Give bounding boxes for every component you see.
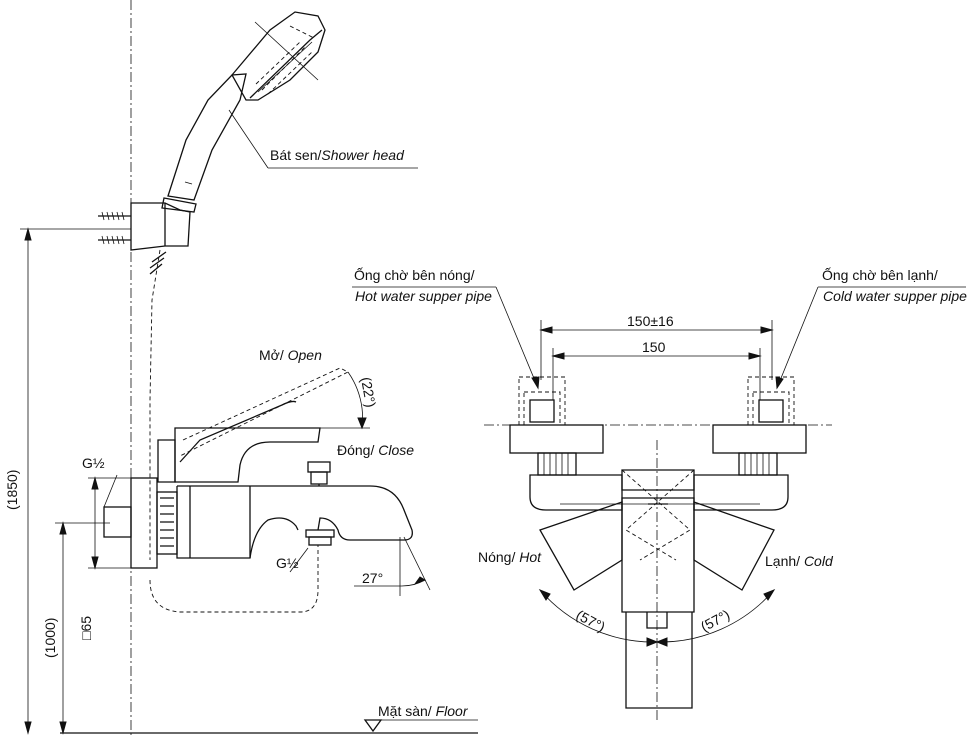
- hot-angle-arc: [539, 589, 658, 643]
- dim-150tol-label: 150±16: [627, 313, 674, 329]
- dim-arrow: [538, 588, 551, 601]
- wall-square: [103, 506, 132, 538]
- shower-bracket: [130, 202, 191, 251]
- wall-anchors: [98, 211, 131, 245]
- front-lever-sweep: [621, 469, 695, 561]
- g-bottom-leader: [289, 547, 309, 573]
- g-thread-leader: [103, 474, 118, 508]
- shower-head: [231, 11, 326, 101]
- dim-arrow: [655, 637, 668, 647]
- cold-angle-arc: [656, 589, 775, 643]
- front-spout: [625, 612, 693, 709]
- dim-arrow: [91, 556, 99, 570]
- shower-head-axis: [254, 21, 319, 81]
- cold-pipe-label-en: Cold water supper pipe: [823, 288, 967, 304]
- hot-angle-label: (57°): [574, 607, 608, 635]
- hot-pipe-leader: [495, 286, 539, 389]
- hot-pipe-label-vi: Ống chờ bên nóng/: [354, 266, 475, 283]
- dim-arrow: [551, 352, 565, 360]
- shower-head-label: Bát sen/Shower head: [270, 147, 405, 163]
- angle-22-label: (22°): [358, 376, 379, 409]
- cold-supply-pipe: [747, 376, 795, 426]
- dim-arrow: [357, 417, 367, 430]
- hot-label: Nóng/ Hot: [478, 549, 542, 565]
- dim-arrow: [531, 376, 540, 390]
- floor-label: Mặt sàn/ Floor: [378, 703, 469, 719]
- cold-angle-label: (57°): [698, 606, 732, 634]
- angle-27-label: 27°: [362, 570, 383, 586]
- cold-label: Lạnh/ Cold: [765, 553, 834, 569]
- thread-top-label: G½: [82, 455, 105, 471]
- floor-triangle-icon: [363, 719, 383, 733]
- hose-connector: [149, 251, 167, 275]
- hot-nut: [537, 452, 577, 476]
- dim-arrow: [748, 352, 762, 360]
- front-lever-cold: [693, 501, 775, 591]
- dim-arrow: [59, 721, 67, 735]
- dim-arrow: [24, 227, 32, 241]
- front-lever-hot: [539, 501, 623, 591]
- dim-arrow: [24, 721, 32, 735]
- dim-1000-label: (1000): [42, 618, 58, 658]
- shower-handle: [167, 73, 247, 201]
- hot-supply-pipe: [518, 376, 566, 426]
- hose-loop: [149, 545, 319, 613]
- cold-flange: [712, 424, 807, 454]
- dim-arrow: [91, 476, 99, 490]
- hot-pipe-label-en: Hot water supper pipe: [355, 288, 492, 304]
- front-lever-center: [621, 469, 695, 613]
- cold-nut: [738, 452, 778, 476]
- front-lever-tip: [646, 612, 668, 629]
- shower-handle-detail: [184, 181, 193, 185]
- dim-arrow: [413, 576, 427, 586]
- dim-150-label: 150: [642, 339, 666, 355]
- dim-arrow: [539, 326, 553, 334]
- thread-bottom-label: G½: [276, 555, 299, 571]
- dim-arrow: [760, 326, 774, 334]
- shower-handle-collar: [161, 197, 197, 213]
- dim-arrow: [646, 637, 659, 647]
- faucet-side-view: [156, 367, 413, 559]
- wall-flange: [130, 477, 158, 569]
- open-label: Mở/ Open: [259, 347, 322, 363]
- shower-leader: [228, 109, 269, 169]
- dim-65-label: □65: [78, 616, 94, 640]
- dim-1850-label: (1850): [4, 470, 20, 510]
- faucet-front-body: [529, 474, 789, 511]
- hot-flange: [509, 424, 604, 454]
- angle-27-slant: [403, 536, 431, 591]
- cold-pipe-leader: [776, 286, 819, 389]
- dim-arrow: [763, 588, 776, 601]
- shower-hose: [149, 249, 161, 560]
- cold-pipe-label-vi: Ống chờ bên lạnh/: [822, 266, 938, 283]
- dim-arrow: [59, 521, 67, 535]
- dim-arrow: [775, 376, 784, 390]
- close-label: Đóng/ Close: [337, 442, 414, 458]
